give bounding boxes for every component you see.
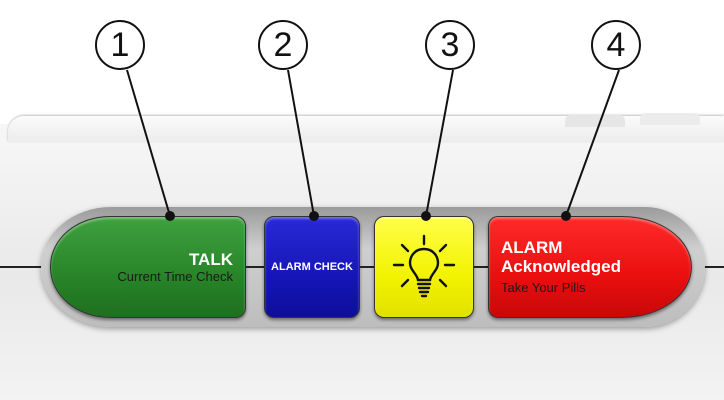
guide-line-right <box>690 266 724 268</box>
device-nub-right <box>640 113 700 125</box>
callout-2: 2 <box>258 20 308 70</box>
talk-button[interactable]: TALK Current Time Check <box>50 216 246 318</box>
talk-title: TALK <box>188 249 233 269</box>
lightbulb-icon <box>392 234 456 298</box>
alarm-subtitle: Take Your Pills <box>501 280 586 295</box>
callout-4: 4 <box>591 20 641 70</box>
talk-subtitle: Current Time Check <box>117 268 233 284</box>
callout-1: 1 <box>95 20 145 70</box>
alarm-check-label: ALARM CHECK <box>271 261 353 273</box>
guide-line-gap-2 <box>360 266 374 268</box>
callout-3: 3 <box>425 20 475 70</box>
guide-line-gap-3 <box>474 266 488 268</box>
alarm-title-line1: ALARM <box>501 238 563 257</box>
device-nub <box>565 115 625 127</box>
guide-line-left <box>0 266 48 268</box>
alarm-check-button[interactable]: ALARM CHECK <box>264 216 360 318</box>
alarm-title-line2: Acknowledged <box>501 257 621 276</box>
alarm-acknowledged-button[interactable]: ALARM Acknowledged Take Your Pills <box>488 216 692 318</box>
guide-line-gap-1 <box>246 266 264 268</box>
